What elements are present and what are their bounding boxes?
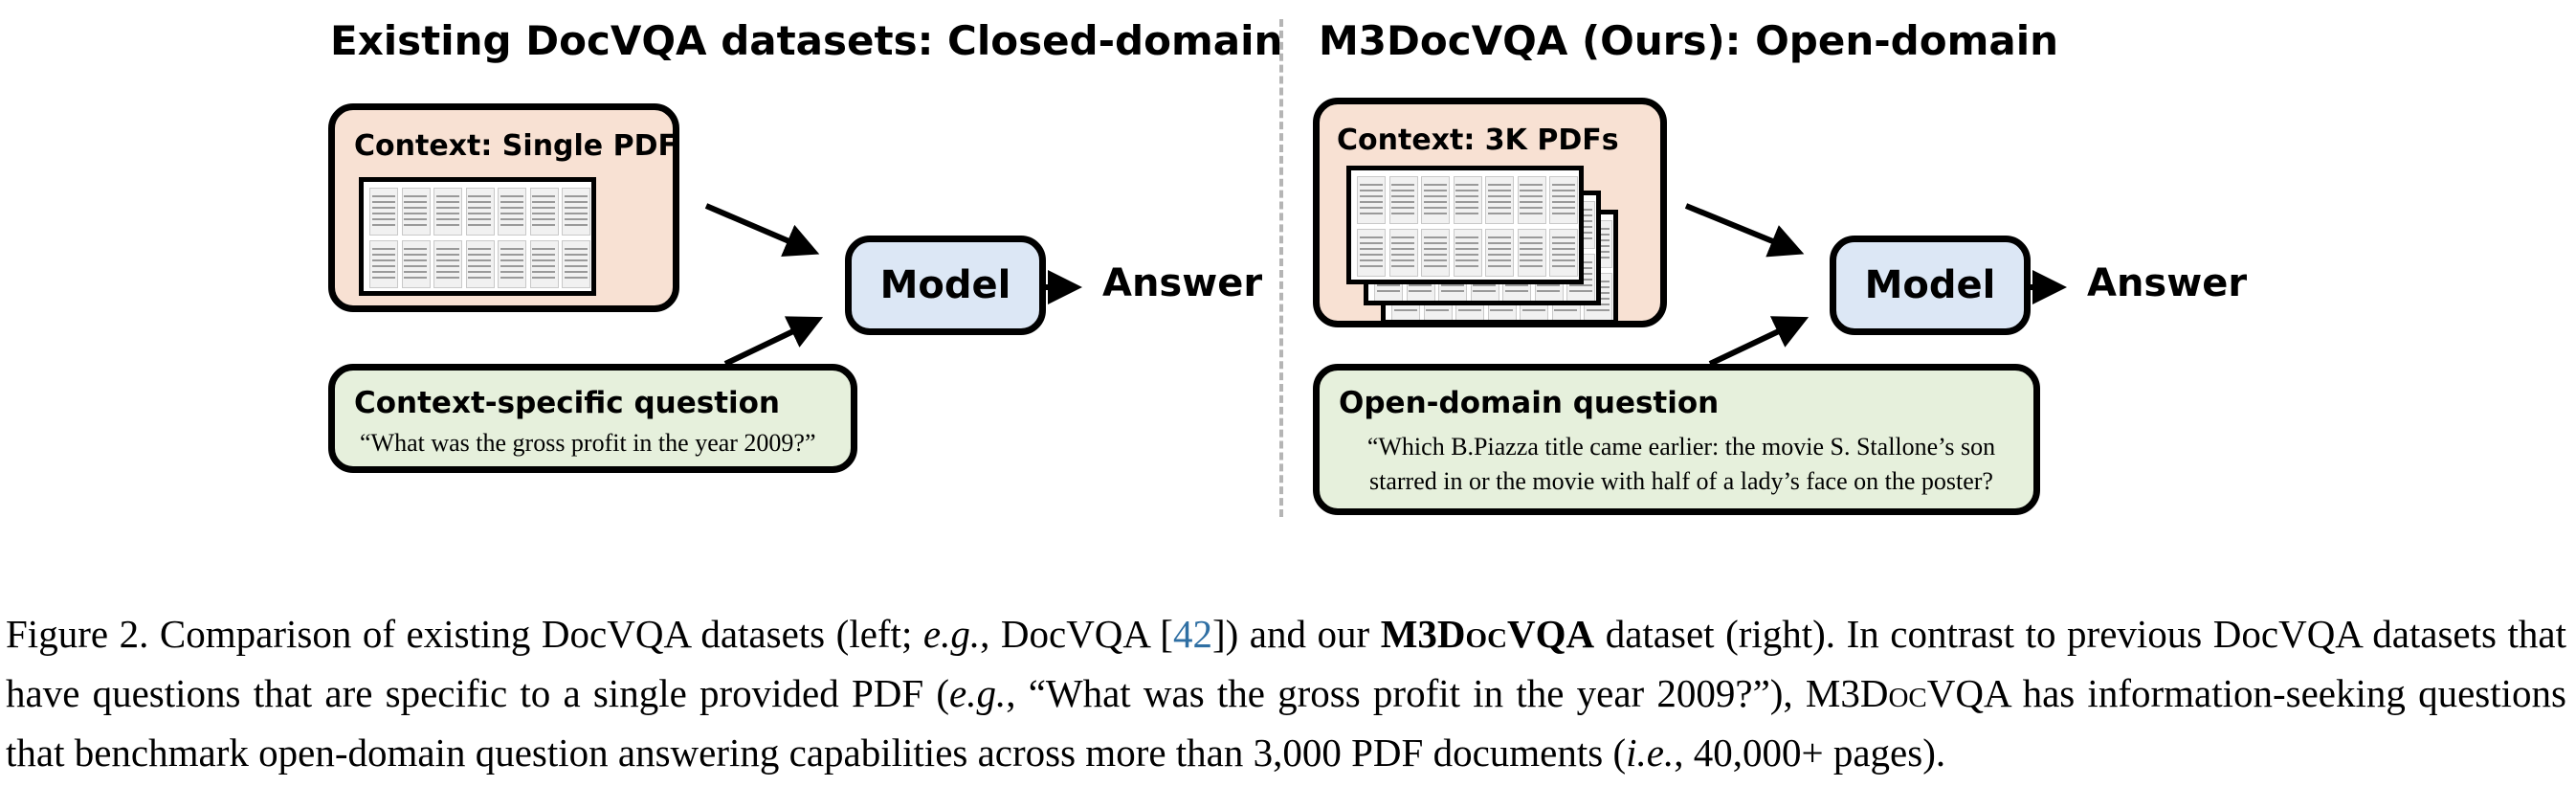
- pdf-page-thumbnail: [1357, 229, 1386, 277]
- pdf-page-thumbnail: [498, 240, 526, 288]
- right-context-box: Context: 3K PDFs: [1313, 98, 1667, 327]
- citation-link[interactable]: 42: [1172, 612, 1212, 656]
- right-panel-title: M3DocVQA (Ours): Open-domain: [1319, 17, 2059, 64]
- pdf-page-thumbnail: [1421, 229, 1450, 277]
- caption-text: , 40,000+ pages).: [1674, 731, 1946, 775]
- pdf-page-thumbnail: [369, 188, 398, 236]
- caption-text: , “What was the gross profit in the year…: [1006, 671, 1806, 715]
- pdf-page-thumbnail: [1357, 176, 1386, 224]
- right-question-to-model-arrow: [1708, 316, 1810, 367]
- left-context-label: Context: Single PDF: [354, 129, 677, 163]
- right-model-box: Model: [1830, 236, 2031, 335]
- pdf-page-thumbnail: [1485, 229, 1514, 277]
- pdf-page-thumbnail: [562, 188, 590, 236]
- left-answer-label: Answer: [1102, 261, 1263, 305]
- pdf-page-thumbnail: [1517, 229, 1546, 277]
- dataset-name-bold: M3DocVQA: [1380, 612, 1595, 656]
- pdf-page-thumbnail: [529, 188, 559, 236]
- left-model-box: Model: [845, 236, 1046, 335]
- right-model-label: Model: [1864, 263, 1996, 307]
- pdf-page-thumbnail: [433, 188, 462, 236]
- right-question-label: Open-domain question: [1339, 386, 1720, 420]
- left-question-to-model-arrow: [723, 316, 824, 367]
- left-question-label: Context-specific question: [354, 386, 781, 420]
- caption-ie: i.e.: [1626, 731, 1675, 775]
- caption-text: , DocVQA [: [980, 612, 1173, 656]
- caption-eg: e.g.: [922, 612, 981, 656]
- left-model-label: Model: [879, 263, 1011, 307]
- caption-text: ]) and our: [1211, 612, 1381, 656]
- pdf-page-thumbnail: [1549, 176, 1578, 224]
- pdf-stack-front: [1346, 166, 1584, 284]
- pdf-page-thumbnail: [562, 240, 590, 288]
- pdf-page-thumbnail: [401, 188, 431, 236]
- right-question-box: Open-domain question “Which B.Piazza tit…: [1313, 364, 2040, 515]
- pdf-page-thumbnail: [1453, 176, 1482, 224]
- left-question-text: “What was the gross profit in the year 2…: [360, 429, 816, 457]
- panel-divider: [1279, 19, 1283, 517]
- pdf-page-thumbnail: [465, 188, 495, 236]
- caption-eg: e.g.: [949, 671, 1007, 715]
- right-context-label: Context: 3K PDFs: [1337, 124, 1619, 157]
- left-context-box: Context: Single PDF: [328, 103, 679, 312]
- pdf-page-thumbnail: [433, 240, 462, 288]
- pdf-page-thumbnail: [1517, 176, 1546, 224]
- left-panel-title: Existing DocVQA datasets: Closed-domain: [330, 17, 1283, 64]
- dataset-name: M3DocVQA: [1805, 671, 2010, 715]
- pdf-page-thumbnail: [465, 240, 495, 288]
- figure-label: Figure 2.: [6, 612, 149, 656]
- pdf-page-thumbnail: [498, 188, 526, 236]
- pdf-page-thumbnail: [1388, 176, 1418, 224]
- flow-arrows: [704, 203, 2067, 367]
- figure-caption: Figure 2. Comparison of existing DocVQA …: [6, 604, 2566, 782]
- left-context-to-model-arrow: [704, 203, 820, 257]
- pdf-page-thumbnail: [1388, 229, 1418, 277]
- right-context-to-model-arrow: [1684, 203, 1805, 258]
- pdf-page-thumbnail: [1421, 176, 1450, 224]
- comparison-figure: Existing DocVQA datasets: Closed-domain …: [328, 17, 2248, 517]
- pdf-page-thumbnail: [401, 240, 431, 288]
- pdf-page-thumbnail: [1453, 229, 1482, 277]
- caption-text: Comparison of existing DocVQA datasets (…: [159, 612, 923, 656]
- pdf-page-thumbnail: [529, 240, 559, 288]
- single-pdf-thumbnail: [359, 177, 596, 296]
- caption-text: has information-seeking questions that b…: [6, 671, 2566, 775]
- caption-text: dataset (right). In contrast to previous…: [6, 612, 2566, 715]
- right-question-text: “Which B.Piazza title came earlier: the …: [1366, 433, 1996, 495]
- pdf-page-thumbnail: [1485, 176, 1514, 224]
- left-question-box: Context-specific question “What was the …: [328, 364, 857, 473]
- pdf-page-thumbnail: [1549, 229, 1578, 277]
- pdf-page-thumbnail: [369, 240, 398, 288]
- right-answer-label: Answer: [2087, 261, 2248, 305]
